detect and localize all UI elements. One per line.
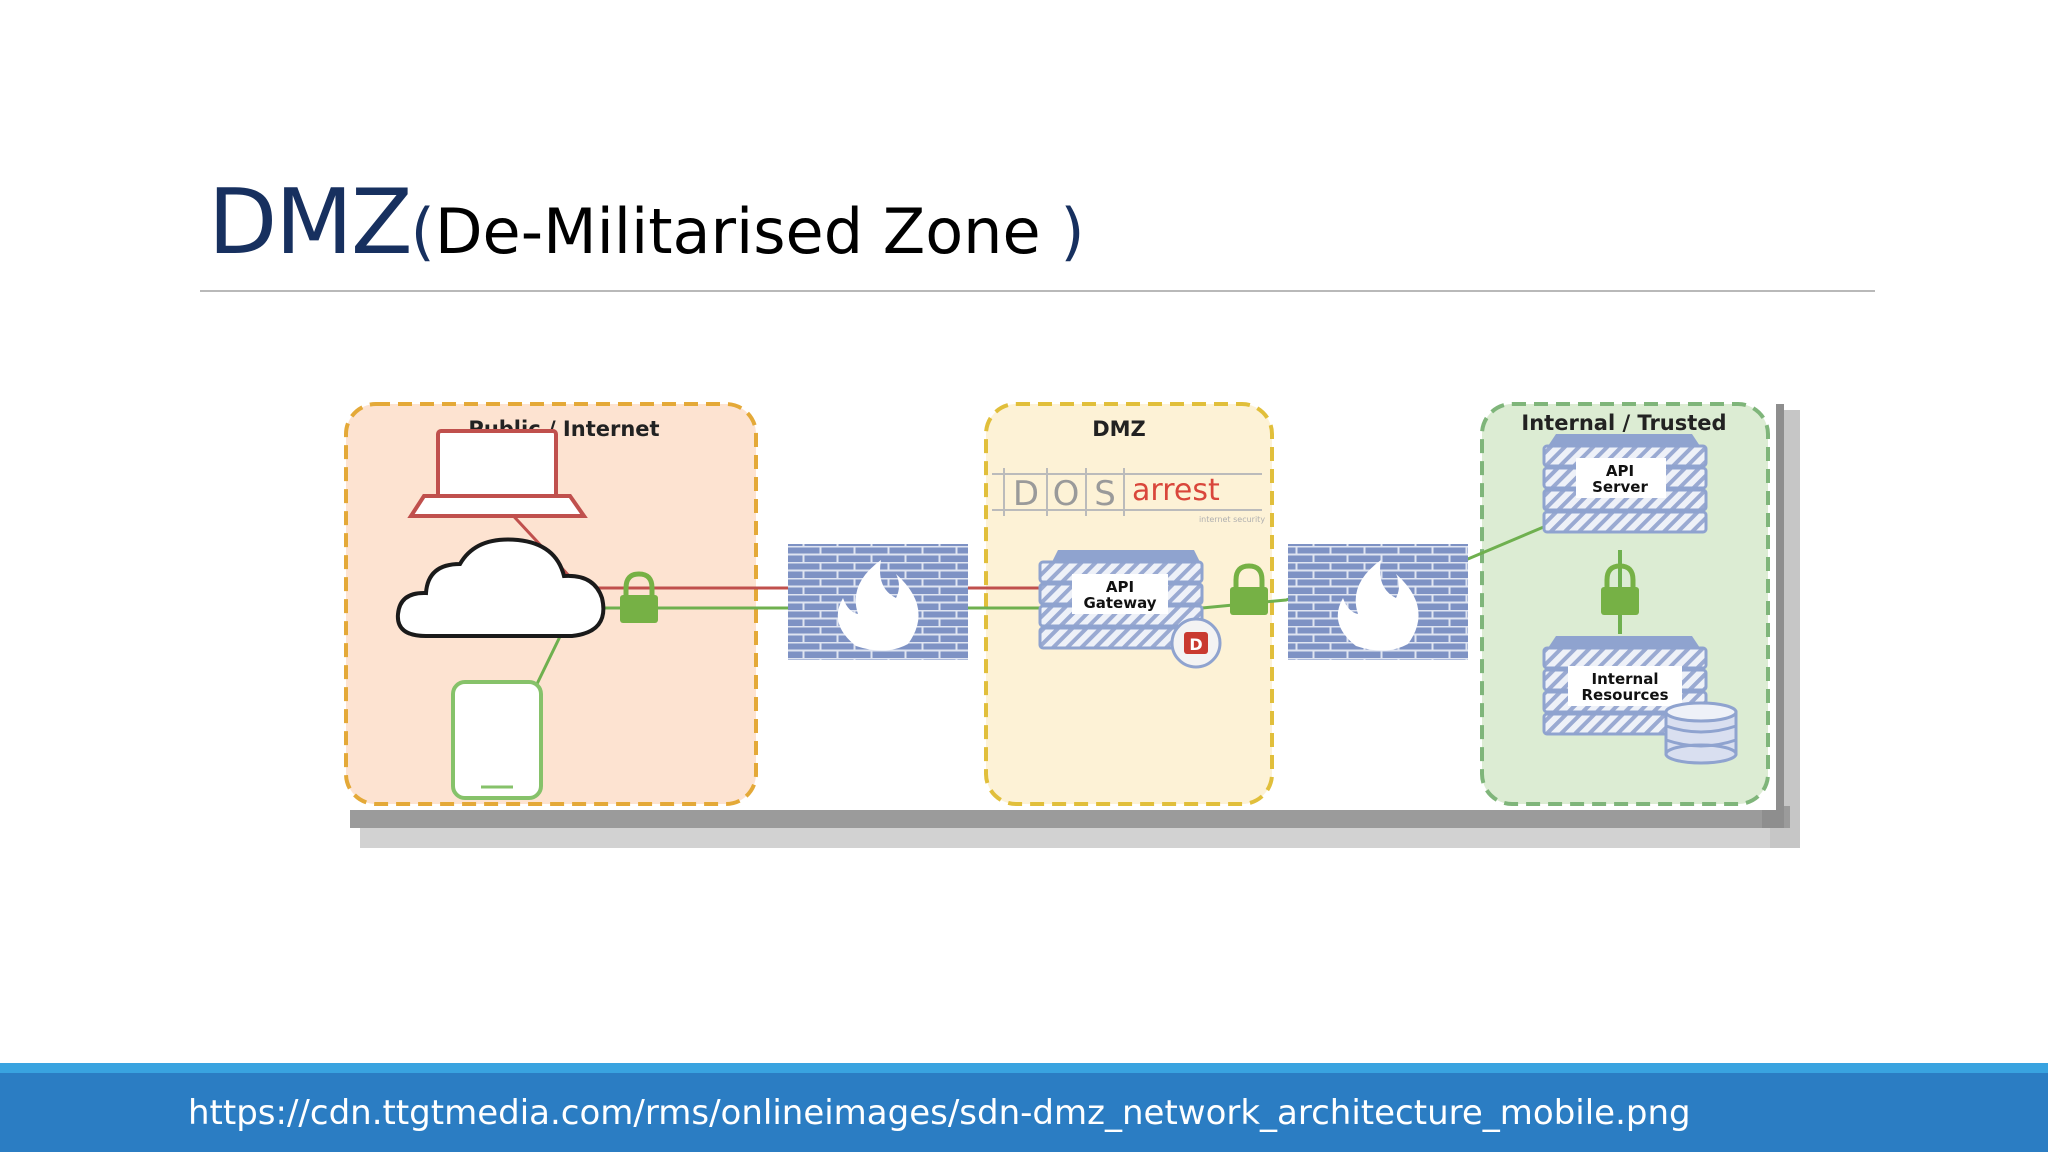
title-open-paren: ( [410,195,435,268]
title-main: DMZ [208,170,413,275]
laptop-icon [407,429,588,518]
internal-resources-label-line2: Resources [1581,686,1668,704]
server-icon: API Gateway [1038,550,1204,650]
internal-resources-label-line1: Internal [1592,670,1659,688]
smartphone-icon [451,680,543,800]
source-url: https://cdn.ttgtmedia.com/rms/onlineimag… [188,1093,1691,1133]
cloud-icon [395,537,606,638]
zone-label-internal: Internal / Trusted [1521,411,1726,435]
slide-title: DMZ(De-Militarised Zone ) [208,178,1085,268]
padlock-icon [1230,563,1268,615]
api-gateway-label-line1: API [1106,578,1134,596]
title-sub-text: De-Militarised Zone [434,195,1061,268]
server-icon: API Server [1542,434,1708,534]
firewall-icon [788,544,968,660]
image-shadow [350,404,1800,848]
api-gateway-label-line2: Gateway [1083,594,1156,612]
dos-badge-letter: D [1189,635,1202,654]
title-close-paren: ) [1060,195,1085,268]
dos-letter-o: O [1053,474,1080,514]
footer-bar: https://cdn.ttgtmedia.com/rms/onlineimag… [0,1073,2048,1152]
dos-arrest-logo: D O S arrest internet security [992,468,1265,524]
footer-accent-strip [0,1063,2048,1073]
dos-badge-icon: D [1170,617,1222,669]
dos-letter-d: D [1013,474,1039,514]
dos-arrest-word: arrest [1132,473,1220,508]
title-subtitle: (De-Militarised Zone ) [411,195,1085,268]
firewall-icon [1288,544,1468,660]
database-icon [1664,701,1738,765]
padlock-icon [620,571,658,623]
title-divider [200,290,1875,292]
padlock-icon [1601,563,1639,615]
dos-tagline: internet security [1199,515,1265,524]
zone-label-dmz: DMZ [1092,417,1146,441]
dos-letter-s: S [1094,474,1116,514]
dmz-network-diagram: Public / Internet DMZ Internal / Trusted [336,386,1816,866]
api-server-label-line1: API [1606,462,1634,480]
api-server-label-line2: Server [1592,478,1648,496]
server-icon: Internal Resources [1542,636,1708,736]
